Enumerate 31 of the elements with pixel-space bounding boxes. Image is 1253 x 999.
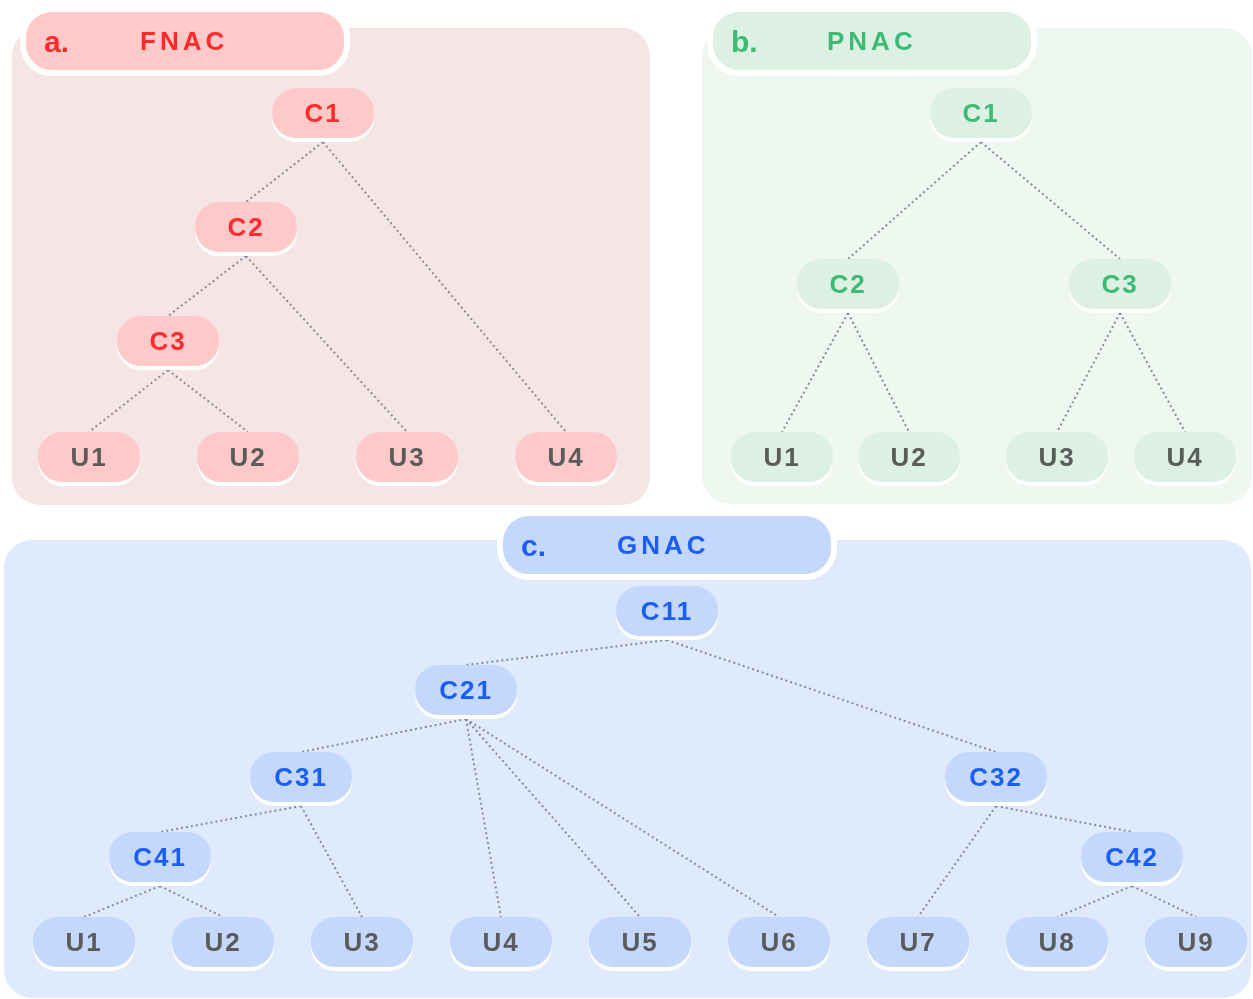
dotted-connector xyxy=(88,369,169,433)
dotted-connector xyxy=(300,718,467,753)
dotted-connector xyxy=(1056,885,1133,918)
dotted-connector xyxy=(167,369,249,433)
dotted-connector xyxy=(847,141,982,260)
dotted-connector xyxy=(245,141,324,203)
dotted-connector xyxy=(781,312,849,433)
panel-title: PNAC xyxy=(827,24,917,58)
dotted-connector xyxy=(847,312,910,433)
dotted-connector xyxy=(666,639,997,753)
dotted-connector xyxy=(917,805,997,918)
dotted-connector xyxy=(159,805,302,833)
panel-letter: c. xyxy=(521,527,547,564)
panel-title: GNAC xyxy=(617,528,710,562)
dotted-connector xyxy=(300,805,363,918)
dotted-connector xyxy=(465,718,502,918)
dotted-connector xyxy=(1056,312,1121,433)
panel-title: FNAC xyxy=(140,24,229,58)
panel-letter: a. xyxy=(44,23,70,60)
dotted-connector xyxy=(1131,885,1197,918)
dotted-connector xyxy=(465,639,668,666)
dotted-connector xyxy=(465,718,780,918)
dotted-connector xyxy=(167,255,247,317)
dotted-connector xyxy=(322,141,567,433)
dotted-connector xyxy=(995,805,1133,833)
dotted-connector xyxy=(245,255,408,433)
panel-letter: b. xyxy=(731,23,758,60)
dotted-connector xyxy=(1119,312,1186,433)
dotted-connector xyxy=(465,718,641,918)
dotted-connector xyxy=(83,885,161,918)
dotted-connector xyxy=(980,141,1121,260)
